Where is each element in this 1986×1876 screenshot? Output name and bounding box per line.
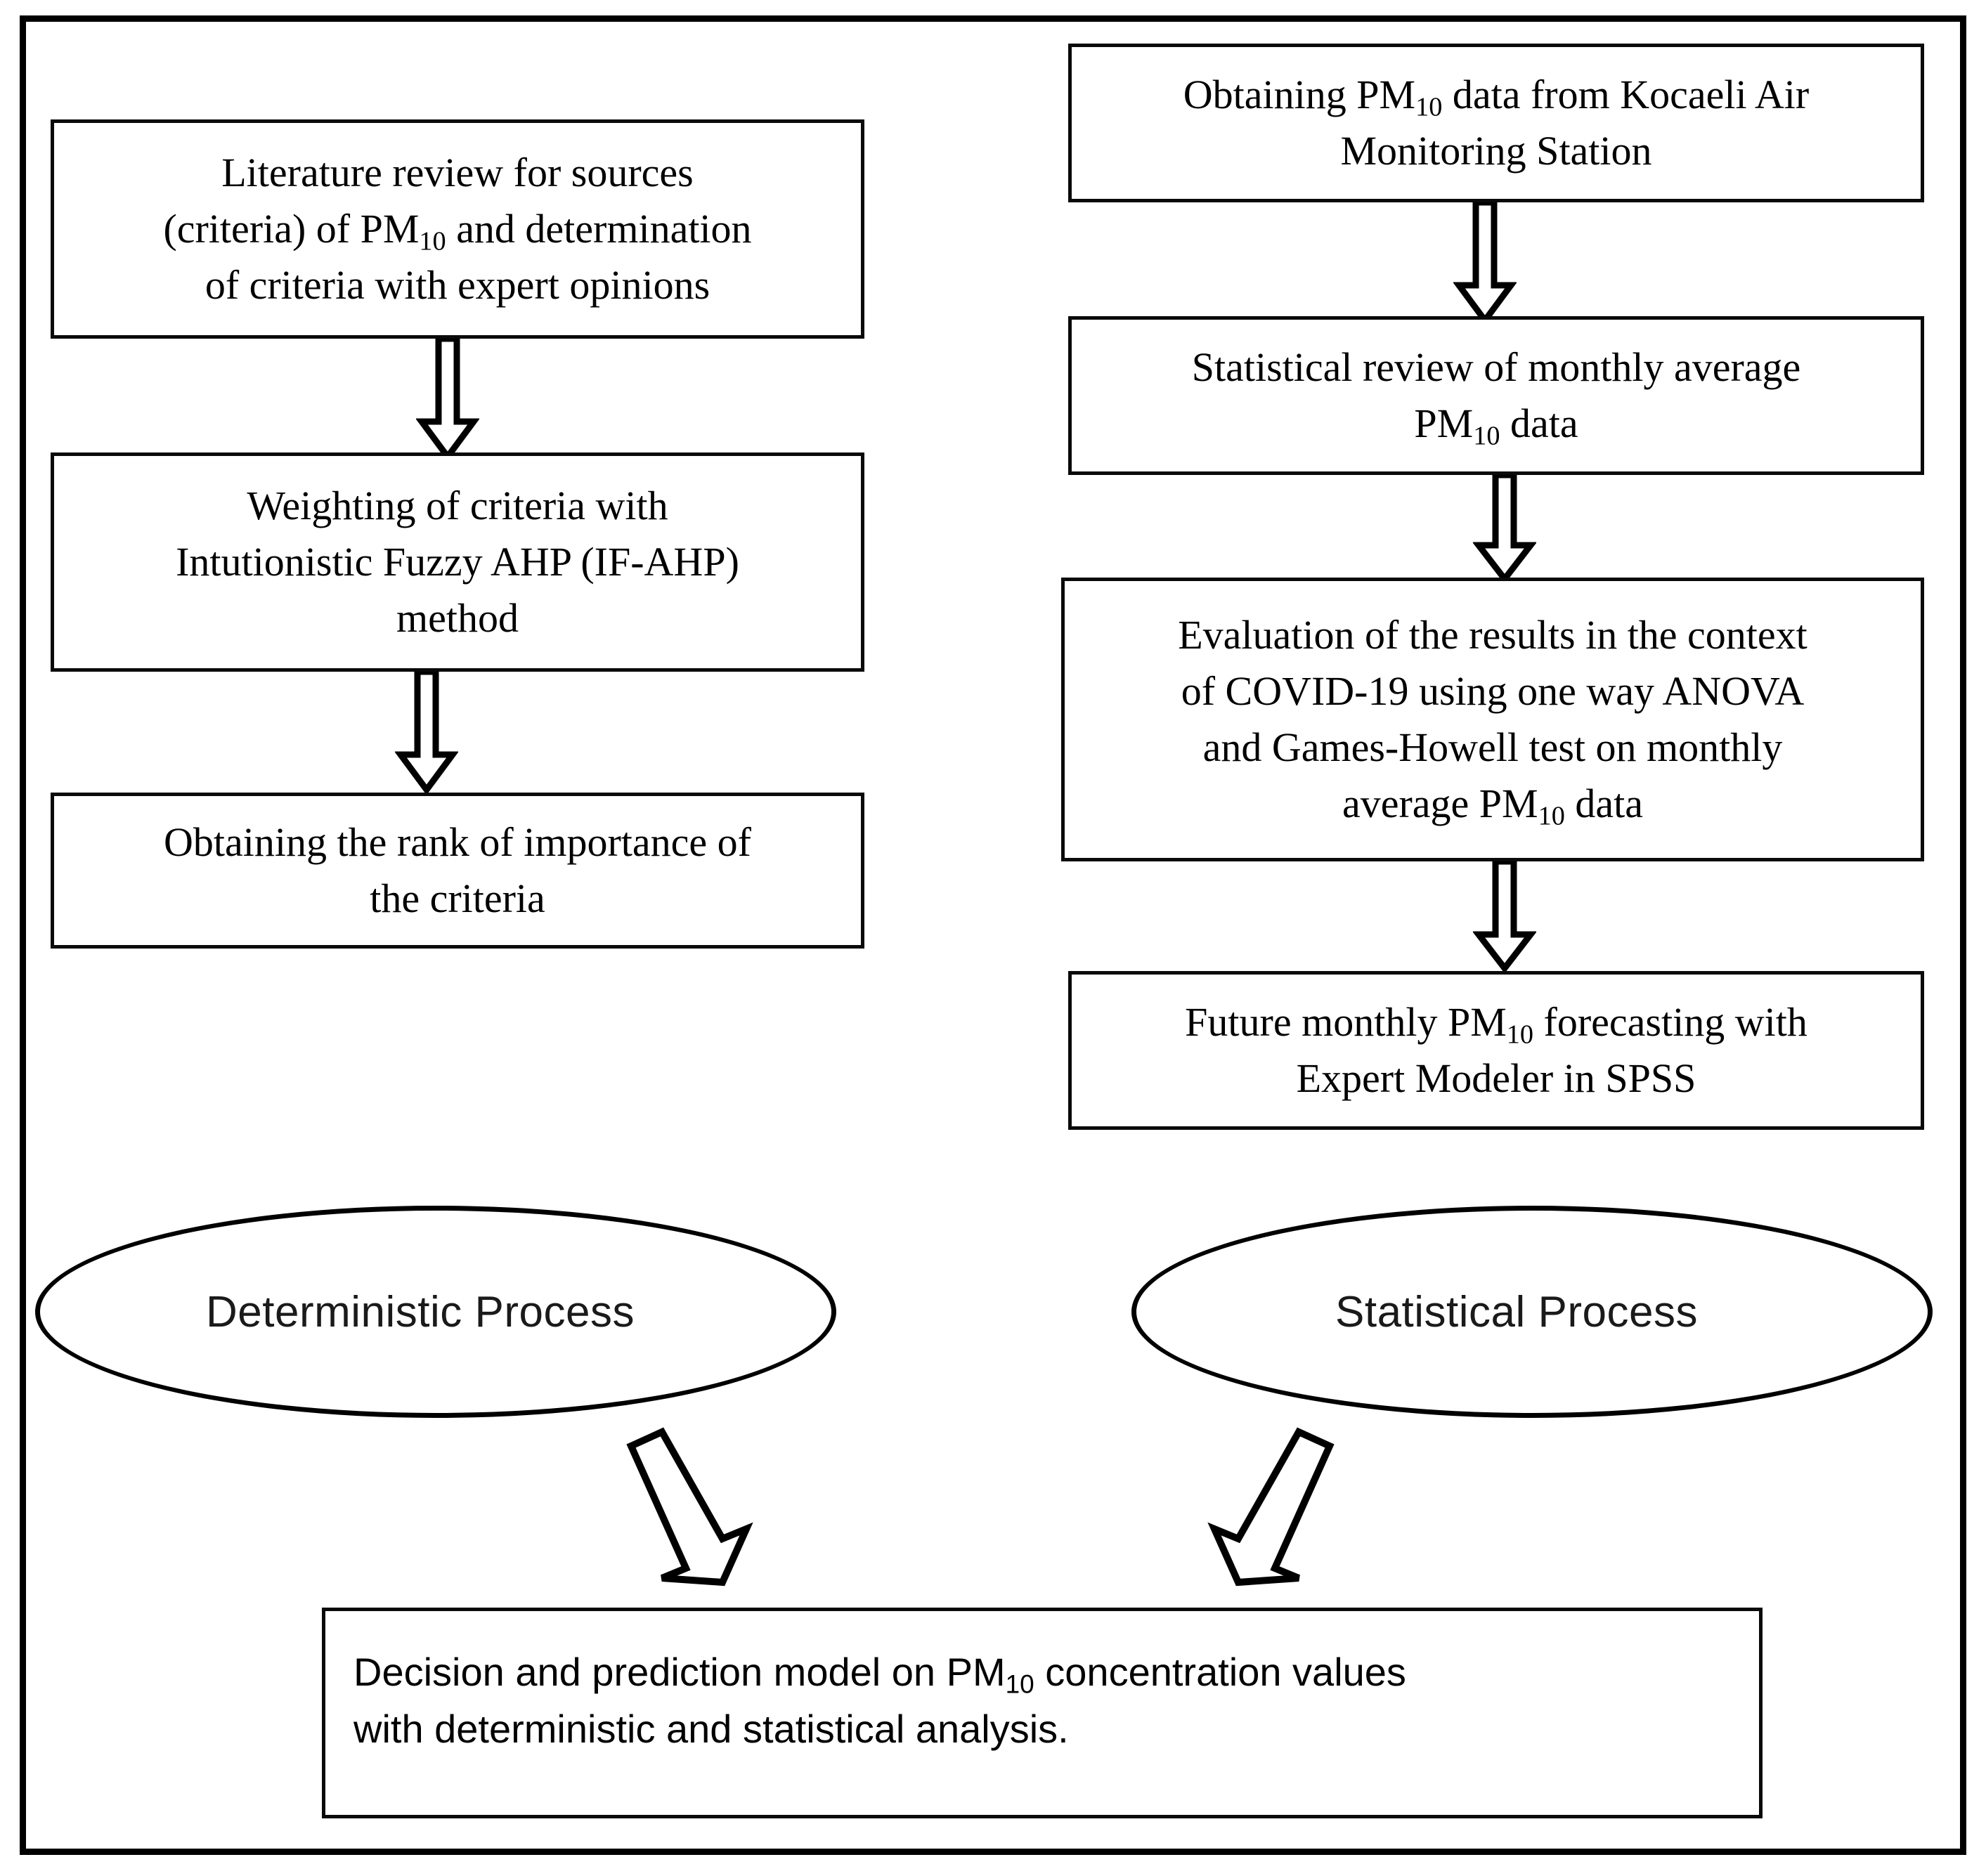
arrow-literature-to-weighting: [416, 339, 479, 460]
box-forecasting-spss[interactable]: Future monthly PM10 forecasting with Exp…: [1068, 971, 1924, 1130]
pm10-subscript: 10: [419, 226, 446, 256]
pm10-subscript: 10: [1506, 1020, 1534, 1050]
arrow-obtaining-to-statistical: [1453, 202, 1517, 323]
pm10-subscript: 10: [1538, 801, 1565, 831]
box-weighting-criteria[interactable]: Weighting of criteria with Intutionistic…: [51, 452, 864, 672]
box-covid-evaluation[interactable]: Evaluation of the results in the context…: [1061, 578, 1924, 861]
box-literature-review[interactable]: Literature review for sources (criteria)…: [51, 119, 864, 339]
box-weighting-criteria-text: Weighting of criteria with Intutionistic…: [176, 482, 739, 641]
arrow-statistical-to-result: [1174, 1426, 1342, 1588]
pm10-subscript: 10: [1415, 92, 1443, 122]
box-obtaining-data-text: Obtaining PM10 data from Kocaeli Air Mon…: [1183, 71, 1810, 174]
box-rank-importance-text: Obtaining the rank of importance of the …: [164, 819, 751, 921]
pm10-subscript: 10: [1005, 1669, 1034, 1699]
box-forecasting-spss-text: Future monthly PM10 forecasting with Exp…: [1185, 998, 1807, 1101]
box-statistical-review-text: Statistical review of monthly average PM…: [1191, 344, 1801, 451]
box-covid-evaluation-text: Evaluation of the results in the context…: [1178, 611, 1807, 831]
box-literature-review-text: Literature review for sources (criteria)…: [163, 149, 752, 308]
pm10-subscript: 10: [1473, 421, 1500, 451]
ellipse-statistical-process[interactable]: Statistical Process: [1131, 1206, 1933, 1418]
box-decision-prediction-model-text: Decision and prediction model on PM10 co…: [353, 1650, 1406, 1752]
ellipse-deterministic-process[interactable]: Deterministic Process: [35, 1206, 836, 1418]
box-obtaining-data[interactable]: Obtaining PM10 data from Kocaeli Air Mon…: [1068, 44, 1924, 202]
figure-outer-border: [20, 15, 1966, 1855]
arrow-deterministic-to-result: [618, 1426, 787, 1588]
arrow-covid-to-forecasting: [1473, 861, 1536, 971]
box-decision-prediction-model[interactable]: Decision and prediction model on PM10 co…: [322, 1608, 1763, 1818]
ellipse-statistical-process-label: Statistical Process: [1335, 1287, 1698, 1336]
ellipse-deterministic-process-label: Deterministic Process: [206, 1287, 635, 1336]
box-rank-importance[interactable]: Obtaining the rank of importance of the …: [51, 793, 864, 949]
arrow-weighting-to-rank: [395, 672, 458, 793]
arrow-statistical-to-covid: [1473, 475, 1536, 582]
box-statistical-review[interactable]: Statistical review of monthly average PM…: [1068, 316, 1924, 475]
